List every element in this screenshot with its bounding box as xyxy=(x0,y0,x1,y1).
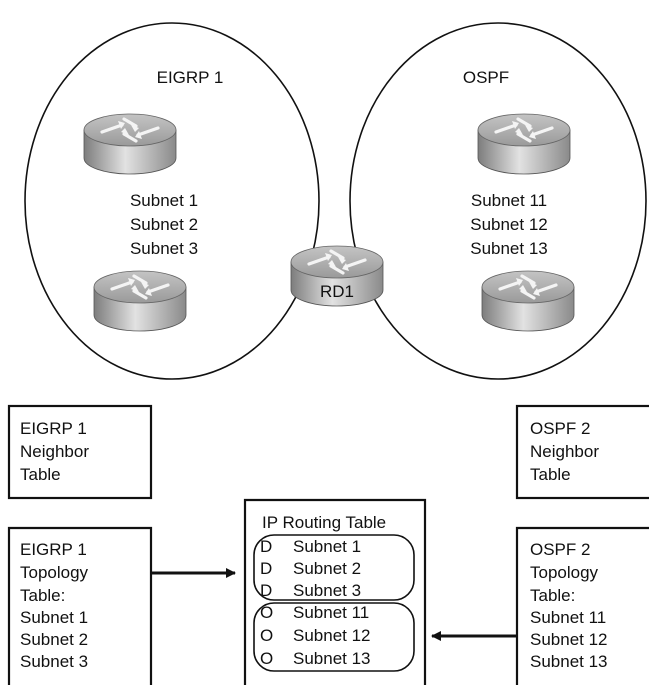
eigrp-neighbor-line-3: Table xyxy=(20,465,61,484)
ip-routing-table-box xyxy=(243,498,427,685)
eigrp-topology-line-3: Table: xyxy=(20,586,65,605)
route-code-d-2: D xyxy=(260,559,272,578)
eigrp-neighbor-line-1: EIGRP 1 xyxy=(20,419,87,438)
ospf-subnet-11: Subnet 11 xyxy=(471,191,547,210)
rd1-router-label: RD1 xyxy=(320,282,354,301)
eigrp-subnet-1: Subnet 1 xyxy=(130,191,198,210)
eigrp-domain-ellipse xyxy=(24,22,320,380)
ospf-topology-line-4: Subnet 11 xyxy=(530,608,606,627)
ospf-subnet-12: Subnet 12 xyxy=(470,215,548,234)
ospf-neighbor-line-3: Table xyxy=(530,465,571,484)
ospf-routes-group-outline xyxy=(253,602,415,672)
eigrp-neighbor-line-2: Neighbor xyxy=(20,442,89,461)
route-subnet-12: Subnet 12 xyxy=(293,626,371,645)
route-code-o-12: O xyxy=(260,626,273,645)
route-subnet-1: Subnet 1 xyxy=(293,537,361,556)
ospf-topology-line-2: Topology xyxy=(530,563,599,582)
eigrp-subnet-3: Subnet 3 xyxy=(130,239,198,258)
ospf-domain-title: OSPF xyxy=(463,68,509,87)
route-code-d-3: D xyxy=(260,581,272,600)
ip-routing-table-title: IP Routing Table xyxy=(262,513,386,532)
route-subnet-11: Subnet 11 xyxy=(293,603,369,622)
eigrp-router-bottom-icon xyxy=(92,269,188,333)
eigrp-topology-table-box xyxy=(7,526,153,685)
ospf-router-top-icon xyxy=(476,112,572,176)
ospf-topology-line-3: Table: xyxy=(530,586,575,605)
eigrp-domain-title: EIGRP 1 xyxy=(157,68,224,87)
ospf-neighbor-line-2: Neighbor xyxy=(530,442,599,461)
ospf-neighbor-table-box xyxy=(515,404,649,500)
ospf-domain-ellipse xyxy=(349,22,647,380)
route-code-o-13: O xyxy=(260,649,273,668)
eigrp-topology-line-6: Subnet 3 xyxy=(20,652,88,671)
eigrp-subnet-2: Subnet 2 xyxy=(130,215,198,234)
route-subnet-3: Subnet 3 xyxy=(293,581,361,600)
route-code-d-1: D xyxy=(260,537,272,556)
ospf-topology-line-1: OSPF 2 xyxy=(530,540,590,559)
ospf-topology-line-5: Subnet 12 xyxy=(530,630,608,649)
eigrp-router-top-icon xyxy=(82,112,178,176)
route-subnet-13: Subnet 13 xyxy=(293,649,371,668)
ospf-subnet-13: Subnet 13 xyxy=(470,239,548,258)
route-subnet-2: Subnet 2 xyxy=(293,559,361,578)
eigrp-topology-line-4: Subnet 1 xyxy=(20,608,88,627)
ospf-topology-table-box xyxy=(515,526,649,685)
eigrp-neighbor-table-box xyxy=(7,404,153,500)
eigrp-topology-line-5: Subnet 2 xyxy=(20,630,88,649)
route-code-o-11: O xyxy=(260,603,273,622)
ospf-topology-line-6: Subnet 13 xyxy=(530,652,608,671)
eigrp-routes-group-outline xyxy=(253,534,415,601)
eigrp-topology-line-2: Topology xyxy=(20,563,89,582)
ospf-router-bottom-icon xyxy=(480,269,576,333)
eigrp-topology-line-1: EIGRP 1 xyxy=(20,540,87,559)
ospf-neighbor-line-1: OSPF 2 xyxy=(530,419,590,438)
